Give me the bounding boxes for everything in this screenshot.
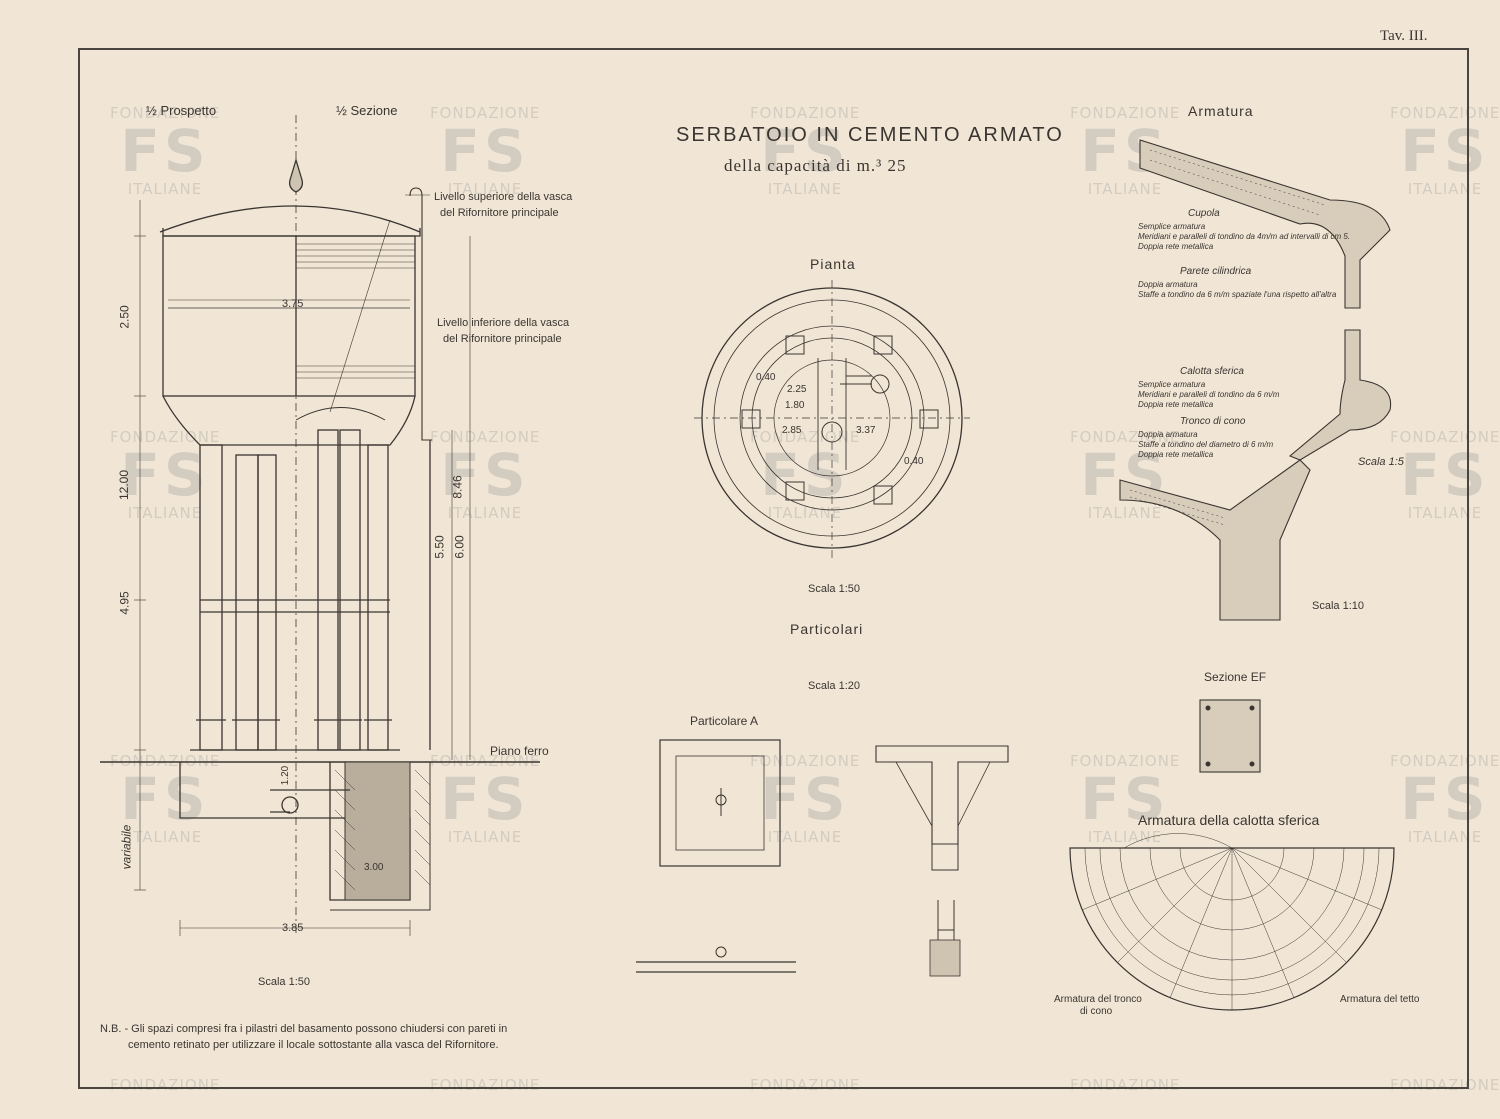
armatura-note-calotta-2: Meridiani e paralleli di tondino da 6 m/… <box>1138 390 1280 399</box>
elevation-scale: Scala 1:50 <box>258 976 310 988</box>
drawing-border <box>78 48 1469 1089</box>
pianta-title: Pianta <box>810 256 856 272</box>
armatura-scale-1-10: Scala 1:10 <box>1312 600 1364 612</box>
armatura-note-cupola-head: Cupola <box>1188 208 1220 219</box>
particolare-a-label: Particolare A <box>690 714 759 728</box>
armatura-note-tronco-1: Doppia armatura <box>1138 430 1198 439</box>
dim-width-base: 3.85 <box>282 922 304 934</box>
label-prospetto: ½ Prospetto <box>146 103 217 118</box>
dim-3-00: 3.00 <box>364 862 384 873</box>
label-sezione: ½ Sezione <box>336 103 398 118</box>
armatura-note-tronco-2: Staffe a tondino del diametro di 6 m/m <box>1138 440 1274 449</box>
sheet-subtitle: della capacità di m.³ 25 <box>724 156 907 175</box>
armatura-note-calotta-head: Calotta sferica <box>1180 366 1244 377</box>
armatura-note-cupola-3: Doppia rete metallica <box>1138 242 1214 251</box>
armatura-note-cupola-2: Meridiani e paralleli di tondino da 4m/m… <box>1138 232 1351 241</box>
pianta-dim-1-80: 1.80 <box>785 400 805 411</box>
armatura-note-parete-1: Doppia armatura <box>1138 280 1198 289</box>
particolari-scale: Scala 1:20 <box>808 680 860 692</box>
armatura-note-calotta-3: Doppia rete metallica <box>1138 400 1214 409</box>
calotta-label-right: Armatura del tetto <box>1340 994 1420 1005</box>
calotta-title: Armatura della calotta sferica <box>1138 812 1320 828</box>
calotta-label-left-1: Armatura del tronco <box>1054 994 1142 1005</box>
pianta-dim-2-25: 2.25 <box>787 384 807 395</box>
watermark: FONDAZIONE <box>110 1076 221 1094</box>
armatura-title: Armatura <box>1188 103 1254 119</box>
pianta-scale: Scala 1:50 <box>808 583 860 595</box>
note-lower-level-2: del Rifornitore principale <box>443 333 562 345</box>
calotta-label-left-2: di cono <box>1080 1006 1113 1017</box>
pianta-dim-3-37: 3.37 <box>856 425 876 436</box>
armatura-note-parete-head: Parete cilindrica <box>1180 266 1252 277</box>
armatura-note-tronco-3: Doppia rete metallica <box>1138 450 1214 459</box>
plate-number: Tav. III. <box>1380 28 1428 44</box>
note-upper-level-1: Livello superiore della vasca <box>434 191 573 203</box>
sezione-ef-title: Sezione EF <box>1204 670 1267 684</box>
armatura-note-parete-2: Staffe a tondino da 6 m/m spaziate l'una… <box>1138 290 1337 299</box>
pianta-dim-0-40-left: 0.40 <box>756 372 776 383</box>
pianta-dim-0-40-right: 0.40 <box>904 456 924 467</box>
armatura-note-calotta-1: Semplice armatura <box>1138 380 1206 389</box>
nb-note-line-2: cemento retinato per utilizzare il local… <box>128 1039 499 1051</box>
note-piano-ferro: Piano ferro <box>490 744 549 758</box>
note-lower-level-1: Livello inferiore della vasca <box>437 317 570 329</box>
particolari-title: Particolari <box>790 621 864 637</box>
armatura-note-cupola-1: Semplice armatura <box>1138 222 1206 231</box>
note-upper-level-2: del Rifornitore principale <box>440 207 559 219</box>
armatura-note-tronco-head: Tronco di cono <box>1180 416 1246 427</box>
nb-note-line-1: N.B. - Gli spazi compresi fra i pilastri… <box>100 1023 508 1035</box>
watermark: FONDAZIONE <box>1070 1076 1181 1094</box>
dim-width-top: 3.75 <box>282 298 304 310</box>
sheet-title: SERBATOIO IN CEMENTO ARMATO <box>676 124 1064 146</box>
watermark: FONDAZIONE <box>1390 1076 1500 1094</box>
watermark: FONDAZIONE <box>750 1076 861 1094</box>
watermark: FONDAZIONE <box>430 1076 541 1094</box>
armatura-scale-1-5: Scala 1:5 <box>1358 456 1404 468</box>
pianta-dim-2-85: 2.85 <box>782 425 802 436</box>
